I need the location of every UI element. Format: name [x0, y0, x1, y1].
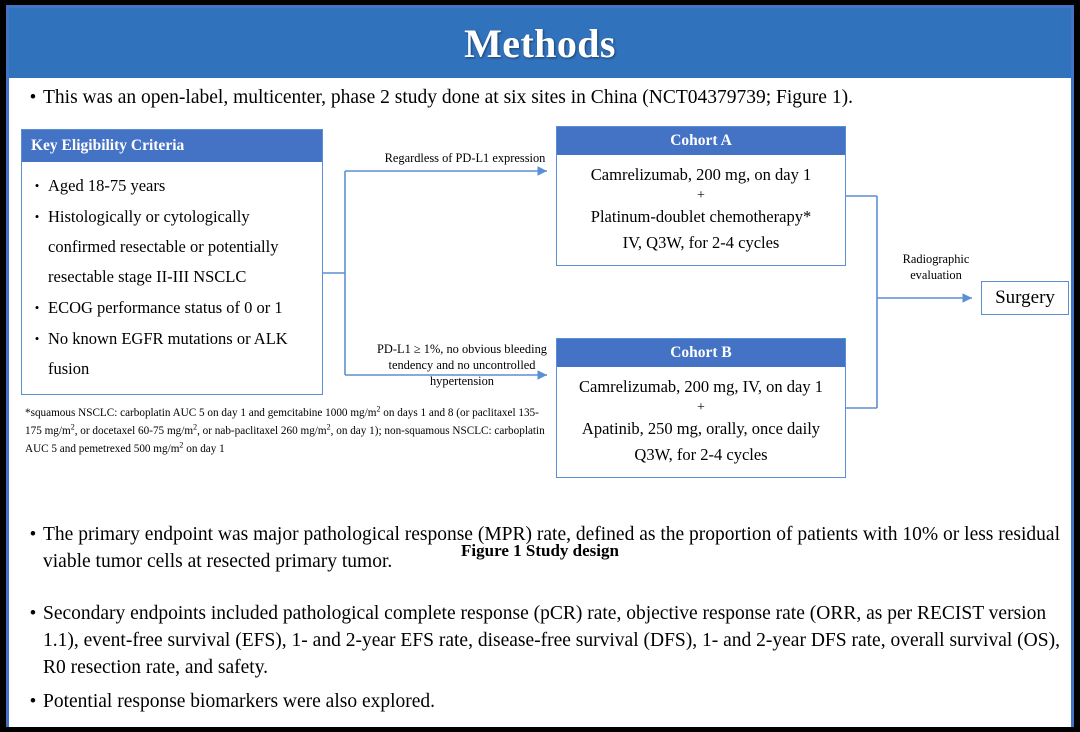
cohort-b-line-2: Apatinib, 250 mg, orally, once daily	[581, 419, 821, 438]
list-item: • ECOG performance status of 0 or 1	[26, 293, 316, 323]
eligibility-item-text: Aged 18-75 years	[48, 176, 166, 195]
slide-frame: Methods • This was an open-label, multic…	[6, 5, 1074, 727]
bullet-marker: •	[34, 178, 40, 193]
bullet-marker: •	[29, 87, 37, 108]
bullet-marker: •	[29, 691, 37, 712]
endpoint-bullet-secondary: • Secondary endpoints included pathologi…	[23, 600, 1063, 681]
endpoint-bullet-text: Secondary endpoints included pathologica…	[43, 603, 1060, 678]
endpoint-bullet-biomarkers: • Potential response biomarkers were als…	[23, 688, 1063, 715]
study-design-figure: Key Eligibility Criteria • Aged 18-75 ye…	[9, 126, 1071, 560]
cohort-b-header: Cohort B	[557, 339, 845, 367]
cohort-a-header: Cohort A	[557, 127, 845, 155]
bullet-marker: •	[34, 331, 40, 346]
surgery-box: Surgery	[981, 281, 1069, 315]
arrow-caption-bottom: PD-L1 ≥ 1%, no obvious bleeding tendency…	[377, 342, 547, 388]
endpoint-bullet-text: The primary endpoint was major pathologi…	[43, 524, 1060, 572]
surgery-label: Surgery	[995, 287, 1055, 308]
eligibility-item-text: No known EGFR mutations or ALK fusion	[48, 329, 288, 378]
bullet-marker: •	[34, 209, 40, 224]
figure-caption: Figure 1 Study design	[461, 541, 619, 560]
cohort-a-plus: +	[697, 188, 705, 203]
endpoint-bullet-text: Potential response biomarkers were also …	[43, 691, 436, 712]
arrow-caption-top: Regardless of PD-L1 expression	[384, 151, 546, 165]
cohort-a-line-3: IV, Q3W, for 2-4 cycles	[622, 233, 780, 252]
footnote-text: *squamous NSCLC: carboplatin AUC 5 on da…	[25, 404, 545, 456]
cohort-a-body: Camrelizumab, 200 mg, on day 1 + Platinu…	[557, 155, 845, 256]
cohort-a-box: Cohort A Camrelizumab, 200 mg, on day 1 …	[556, 126, 846, 266]
cohort-a-line-2: Platinum-doublet chemotherapy*	[590, 207, 812, 226]
eligibility-item-text: ECOG performance status of 0 or 1	[48, 298, 283, 317]
bullet-marker: •	[29, 524, 37, 545]
arrow-caption-radiographic: Radiographic evaluation	[902, 252, 970, 282]
bullet-marker: •	[29, 603, 37, 624]
cohort-a-line-1: Camrelizumab, 200 mg, on day 1	[590, 165, 812, 184]
eligibility-list: • Aged 18-75 years • Histologically or c…	[22, 162, 322, 384]
slide-title-bar: Methods	[9, 8, 1071, 78]
page-title: Methods	[464, 20, 616, 66]
cohort-b-line-3: Q3W, for 2-4 cycles	[634, 445, 768, 464]
list-item: • Aged 18-75 years	[26, 171, 316, 201]
endpoint-bullet-primary: • The primary endpoint was major patholo…	[23, 521, 1063, 575]
list-item: • Histologically or cytologically confir…	[26, 202, 316, 292]
chemotherapy-footnote: *squamous NSCLC: carboplatin AUC 5 on da…	[25, 402, 545, 457]
eligibility-criteria-box: Key Eligibility Criteria • Aged 18-75 ye…	[21, 129, 323, 395]
bullet-marker: •	[34, 300, 40, 315]
intro-bullet-text: This was an open-label, multicenter, pha…	[43, 87, 853, 108]
slide-body: • This was an open-label, multicenter, p…	[9, 78, 1071, 727]
intro-bullet: • This was an open-label, multicenter, p…	[23, 84, 1058, 111]
eligibility-item-text: Histologically or cytologically confirme…	[48, 207, 279, 286]
list-item: • No known EGFR mutations or ALK fusion	[26, 324, 316, 384]
cohort-b-plus: +	[697, 400, 705, 415]
cohort-b-line-1: Camrelizumab, 200 mg, IV, on day 1	[579, 377, 823, 396]
eligibility-header: Key Eligibility Criteria	[22, 130, 322, 162]
cohort-b-box: Cohort B Camrelizumab, 200 mg, IV, on da…	[556, 338, 846, 478]
cohort-b-body: Camrelizumab, 200 mg, IV, on day 1 + Apa…	[557, 367, 845, 468]
